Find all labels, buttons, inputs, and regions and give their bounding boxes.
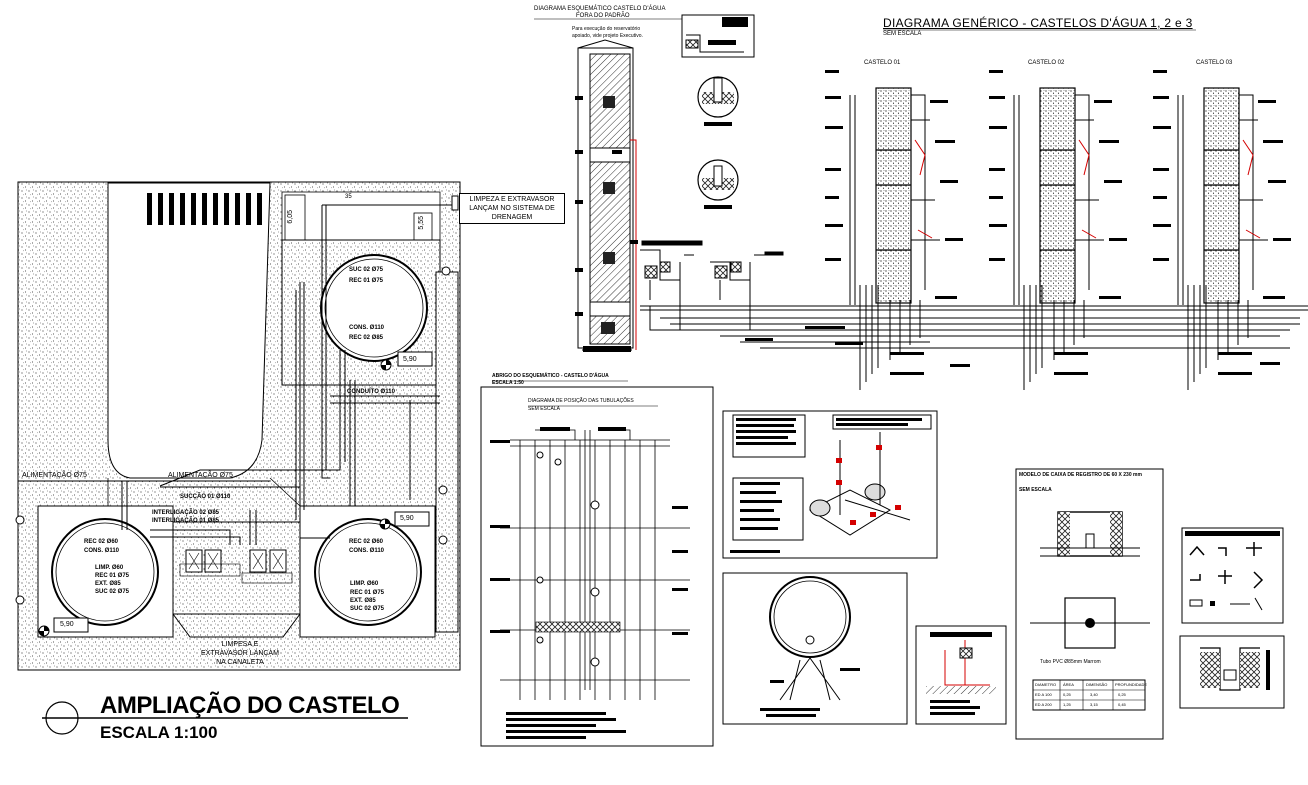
pipe-position-diagram: [480, 380, 714, 747]
table-header: ÁREA: [1063, 682, 1074, 687]
register-box-scale: SEM ESCALA: [1019, 487, 1052, 493]
interlink-b-label: INTERLIGAÇÃO 01 Ø85: [152, 518, 220, 524]
positions-title: DIAGRAMA DE POSIÇÃO DAS TUBULAÇÕES: [528, 398, 634, 404]
plan-title: AMPLIAÇÃO DO CASTELO: [100, 692, 400, 719]
tank-right: [314, 518, 422, 626]
reservoir-plan-detail: [722, 572, 908, 725]
section-markers: [15, 266, 451, 605]
generic-scale: SEM ESCALA: [883, 31, 922, 37]
right-circle-label: CONS. Ø110: [349, 548, 385, 554]
table-cell: 3,15: [1090, 702, 1098, 707]
schematic-title: DIAGRAMA ESQUEMÁTICO CASTELO D'ÁGUA: [534, 6, 666, 12]
tank-left: [51, 518, 159, 626]
schematic-note-line: apoiado, vide projeto Executivo.: [572, 33, 643, 39]
table-cell: 0,25: [1063, 692, 1071, 697]
top-circle-label: CONS. Ø110: [349, 325, 385, 331]
dim-top-b: 5,55: [418, 216, 425, 230]
drain-note: LIMPEZA E EXTRAVASOR LANÇAM NO SISTEMA D…: [459, 193, 565, 224]
top-circle-label: REC 01 Ø75: [349, 278, 384, 284]
canal-note-line: EXTRAVASOR LANÇAM: [201, 650, 279, 657]
right-circle-label: REC 02 Ø60: [349, 539, 384, 545]
level-bottom-left: 5,90: [60, 621, 74, 628]
schematic-subtitle: FORA DO PADRÃO: [576, 13, 630, 19]
symbols-legend: [1181, 527, 1284, 624]
plan-view: [15, 181, 461, 735]
tower-label-1: CASTELO 01: [864, 60, 901, 66]
pump-manifold: [640, 240, 1308, 349]
right-circle-label: LIMP. Ø60: [350, 581, 379, 587]
valve-detail: [915, 625, 1007, 725]
level-marker-top: [380, 351, 433, 371]
positions-header: ABRIGO DO ESQUEMÁTICO - CASTELO D'ÁGUA: [492, 373, 609, 379]
tower-label-2: CASTELO 02: [1028, 60, 1065, 66]
schematic-note-line: Para execução do reservatório: [572, 26, 641, 32]
feed-left-label: ALIMENTAÇÃO Ø75: [22, 472, 87, 479]
left-circle-label: REC 01 Ø75: [95, 573, 130, 579]
left-circle-label: LIMP. Ø60: [95, 565, 124, 571]
register-box-title: MODELO DE CAIXA DE REGISTRO DE 60 X 230 …: [1019, 472, 1142, 478]
canal-note: LIMPESA E EXTRAVASOR LANÇAM NA CANALETA: [201, 640, 279, 667]
positions-header-scale: ESCALA 1:50: [492, 380, 524, 386]
plan-scale: ESCALA 1:100: [100, 723, 218, 742]
right-circle-label: SUC 02 Ø75: [350, 606, 385, 612]
canal-note-line: NA CANALETA: [216, 659, 264, 666]
table-cell: 3,40: [1090, 692, 1098, 697]
level-top: 5,90: [403, 356, 417, 363]
tower-label-3: CASTELO 03: [1196, 60, 1233, 66]
drain-note-line: LIMPEZA E EXTRAVASOR: [469, 196, 555, 203]
conduit-label: CONDUÍTO Ø110: [347, 389, 395, 395]
table-header: PROFUNDIDADE: [1115, 682, 1148, 687]
suction-label: SUCÇÃO 01 Ø110: [180, 494, 231, 500]
left-circle-label: CONS. Ø110: [84, 548, 120, 554]
schematic-tower: [534, 14, 755, 352]
left-circle-label: SUC 02 Ø75: [95, 589, 130, 595]
feed-center-label: ALIMENTAÇÃO Ø75: [168, 472, 233, 479]
table-cell: ED A 200: [1035, 702, 1052, 707]
table-cell: ED A 100: [1035, 692, 1052, 697]
dim-top-a: 6,05: [287, 210, 294, 224]
parking-stripes: [147, 193, 262, 225]
generic-towers: [745, 29, 1291, 390]
top-circle-label: SUC 02 Ø75: [349, 267, 384, 273]
tank-top: [320, 254, 428, 362]
drain-note-line: DRENAGEM: [491, 214, 533, 221]
table-cell: 0,25: [1118, 692, 1126, 697]
table-header: DIMENSÃO: [1086, 682, 1108, 687]
dim-35: 35: [345, 194, 352, 200]
table-cell: 0,45: [1118, 702, 1126, 707]
level-marker-mid: [379, 511, 430, 530]
level-marker-bottom: [38, 617, 89, 637]
positions-scale: SEM ESCALA: [528, 406, 560, 412]
right-circle-label: REC 01 Ø75: [350, 590, 385, 596]
canal-note-line: LIMPESA E: [221, 641, 259, 648]
left-circle-label: REC 02 Ø60: [84, 539, 119, 545]
register-box-caption: Tubo PVC Ø85mm Marrom: [1040, 659, 1101, 665]
table-header: DIAMETRO: [1035, 682, 1057, 687]
drain-note-line: LANÇAM NO SISTEMA DE: [469, 205, 555, 212]
pit-section-detail: [1179, 635, 1285, 709]
interlink-a-label: INTERLIGAÇÃO 02 Ø85: [152, 510, 220, 516]
right-circle-label: EXT. Ø85: [350, 598, 376, 604]
table-cell: 1,25: [1063, 702, 1071, 707]
isometric-pump-detail: [722, 410, 938, 559]
register-box-detail: [1015, 468, 1164, 740]
schematic-note: Para execução do reservatório apoiado, v…: [572, 26, 643, 40]
top-circle-label: REC 02 Ø85: [349, 335, 384, 341]
left-circle-label: EXT. Ø85: [95, 581, 121, 587]
generic-title: DIAGRAMA GENÉRICO - CASTELOS D'ÁGUA 1, 2…: [883, 16, 1193, 30]
level-mid: 5,90: [400, 515, 414, 522]
